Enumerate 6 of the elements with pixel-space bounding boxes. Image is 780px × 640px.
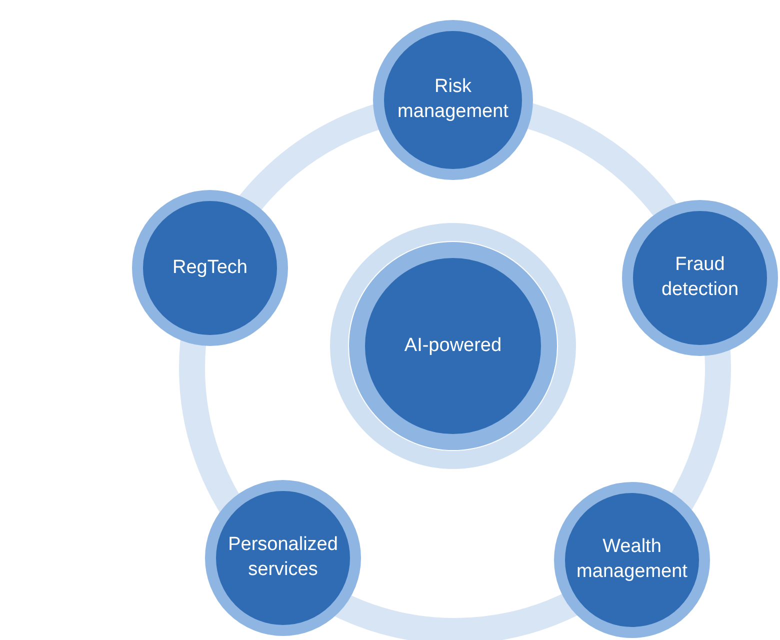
node-label: RegTech (172, 256, 248, 280)
node-label: Risk management (396, 75, 510, 124)
node-label: Wealth management (576, 535, 688, 584)
node-label: Personalized services (227, 533, 339, 582)
node-label: AI-powered (403, 334, 503, 358)
node-label: Fraud detection (660, 253, 740, 302)
